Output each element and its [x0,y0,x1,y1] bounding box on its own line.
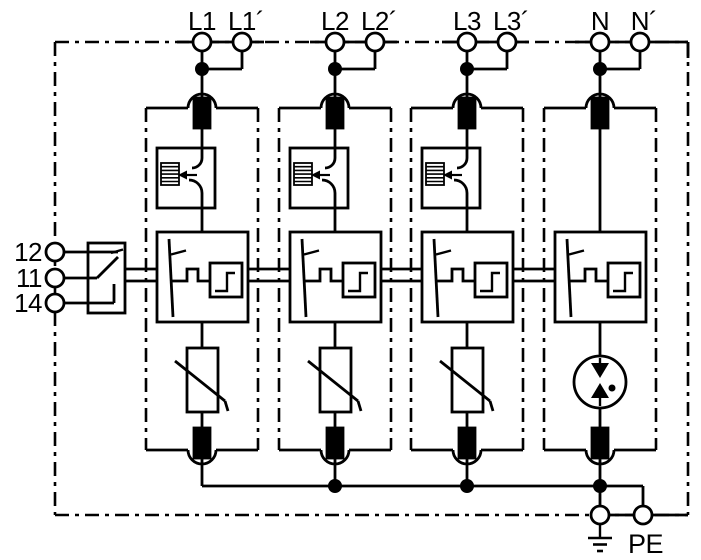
terminal-circle-in [456,31,478,53]
indicator-arrow-head [178,170,187,180]
pe-bus [202,484,645,506]
terminal-circle-out [231,31,253,53]
spark-gap-arm [167,238,175,318]
varistor-diagonal [174,359,226,403]
step-function-glyph [480,271,500,293]
step-function-glyph [348,271,368,293]
terminal-label-in: L2 [321,6,349,36]
earth-symbol [588,524,612,553]
contact-tick [170,249,187,256]
plug-contact-top [192,96,212,130]
varistor-diagonal [307,359,359,403]
terminal-circle-out [364,31,386,53]
plug-contact-bottom [590,426,610,460]
disconnect-contact-upper [456,148,469,170]
pulse-line [172,267,210,283]
terminal-label-out: L3´ [493,6,529,36]
terminal-circle-out [496,31,518,53]
contact-tick [303,249,320,256]
pulse-line [437,267,475,283]
contact-tick [110,248,124,255]
pe-bus-junction-dot [328,479,342,493]
signal-terminal-label: 12 [14,237,42,267]
terminal-label-out: L1´ [228,6,264,36]
terminal-label-in: L3 [453,6,481,36]
arrow-up [591,383,609,398]
terminal-label-out: L2´ [361,6,397,36]
varistor-symbol [174,346,230,414]
plug-contact-top [325,96,345,130]
signal-terminal-label: 11 [16,263,42,293]
terminal-label-out: N´ [631,6,657,36]
pulse-line [570,267,608,283]
pe-label: PE [628,529,663,559]
module-l2: L2 L2´ [277,6,398,493]
signal-terminal-label: 14 [14,288,42,318]
signal-terminal-circle [44,292,66,314]
terminal-circle-in [589,31,611,53]
triggered-spark-gap-symbol [155,230,250,324]
pe-terminal-circle [589,504,611,526]
disconnect-contact-upper [191,148,204,170]
trigger-link-bus [123,267,557,283]
plug-contact-bottom [325,426,345,460]
thermal-disconnect-symbol [155,146,217,210]
plug-contact-bottom [457,426,477,460]
disconnect-contact-lower [321,178,337,208]
module-n: N N´ [542,6,658,493]
triggered-spark-gap-symbol [553,230,648,324]
pe-bus-junction-dot [460,479,474,493]
terminal-circle-out [629,31,651,53]
contact-arm [96,256,119,279]
module-l1: L1 L1´ [144,6,265,486]
triggered-spark-gap-symbol [420,230,515,324]
wire-junction-dot [460,62,474,76]
varistor-diagonal-foot [356,400,363,412]
terminal-label-in: N [591,6,609,36]
varistor-diagonal [439,359,491,403]
contact-tick [568,249,585,256]
thermal-disconnect-symbol [420,146,482,210]
step-function-glyph [613,271,633,293]
wire-junction-dot [593,62,607,76]
plug-contact-top [457,96,477,130]
pulse-line [305,267,343,283]
wire-junction-dot [328,62,342,76]
disconnect-contact-lower [188,178,204,208]
arrow-down [591,363,609,378]
wire-junction-dot [195,62,209,76]
varistor-diagonal-foot [488,400,495,412]
plug-contact-bottom [192,426,212,460]
spark-gap-arm [565,238,573,318]
pe-terminal-circle [632,504,654,526]
terminal-circle-in [324,31,346,53]
disconnect-contact-upper [324,148,337,170]
disconnect-contact-lower [453,178,469,208]
terminal-circle-in [191,31,213,53]
terminal-label-in: L1 [188,6,216,36]
pe-terminal-group: PE [588,504,664,559]
changeover-contact-symbol [86,241,127,315]
indicator-arrow-head [443,170,452,180]
spark-gap-dot [608,384,616,392]
signal-terminal-circle [44,267,66,289]
varistor-diagonal-foot [223,400,230,412]
contact-tick [435,249,452,256]
spark-gap-arm [432,238,440,318]
module-l3: L3 L3´ [409,6,530,493]
triggered-spark-gap-symbol [288,230,383,324]
spark-gap-symbol [572,354,628,410]
pe-bus-junction-dot [593,479,607,493]
varistor-symbol [439,346,495,414]
thermal-disconnect-symbol [288,146,350,210]
indicator-arrow-head [311,170,320,180]
plug-contact-top [590,96,610,130]
varistor-symbol [307,346,363,414]
signal-terminal-circle [44,241,66,263]
spark-gap-arm [300,238,308,318]
step-function-glyph [215,271,235,293]
